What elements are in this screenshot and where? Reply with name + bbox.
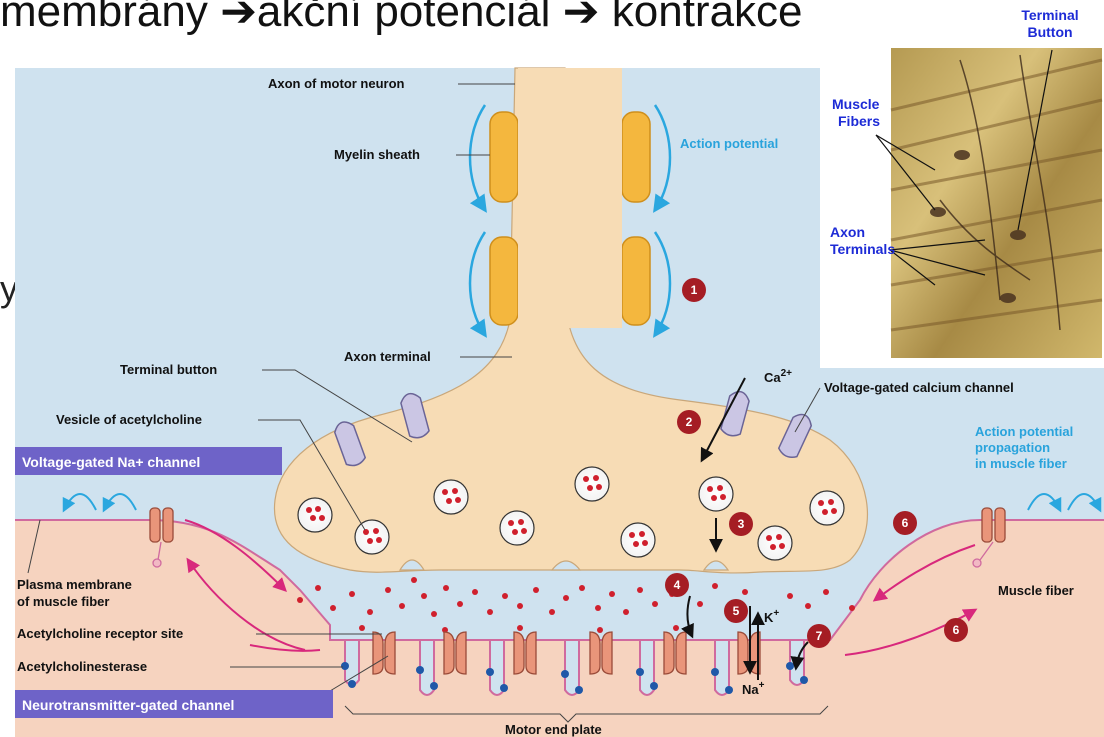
label-ap-propagation-line1: Action potential	[975, 424, 1073, 439]
label-ap-propagation-line3: in muscle fiber	[975, 456, 1067, 471]
vesicle	[298, 498, 332, 532]
step-badge: 4	[665, 573, 689, 597]
svg-text:2: 2	[686, 415, 693, 429]
label-plasma-membrane-line1: Plasma membrane	[17, 577, 132, 592]
vesicle	[810, 491, 844, 525]
svg-text:5: 5	[733, 604, 740, 618]
step-badge: 1	[682, 278, 706, 302]
photo-label-muscle-line1: Muscle	[832, 96, 880, 112]
label-action-potential: Action potential	[680, 136, 778, 151]
svg-text:1: 1	[691, 283, 698, 297]
step-badge: 2	[677, 410, 701, 434]
svg-text:6: 6	[953, 623, 960, 637]
step-badge: 6	[893, 511, 917, 535]
photo-label-terminal-line1: Terminal	[1021, 7, 1078, 23]
step-badge: 6	[944, 618, 968, 642]
photo-label-axon-line2: Terminals	[830, 241, 895, 257]
label-axon-terminal: Axon terminal	[344, 349, 431, 364]
label-axon-of-motor-neuron: Axon of motor neuron	[268, 76, 405, 91]
label-muscle-fiber: Muscle fiber	[998, 583, 1074, 598]
photo-label-axon-line1: Axon	[830, 224, 865, 240]
label-terminal-button: Terminal button	[120, 362, 217, 377]
step-badge: 5	[724, 599, 748, 623]
step-badge: 7	[807, 624, 831, 648]
svg-text:4: 4	[674, 578, 681, 592]
vesicle	[758, 526, 792, 560]
label-acetylcholinesterase: Acetylcholinesterase	[17, 659, 147, 674]
label-myelin-sheath: Myelin sheath	[334, 147, 420, 162]
svg-text:3: 3	[738, 517, 745, 531]
photo-label-terminal-line2: Button	[1027, 24, 1072, 40]
vesicle	[355, 520, 389, 554]
vesicle	[621, 523, 655, 557]
axon-of-motor-neuron	[518, 68, 622, 328]
label-motor-end-plate: Motor end plate	[505, 722, 602, 737]
svg-text:7: 7	[816, 629, 823, 643]
micrograph-photo	[891, 48, 1102, 358]
vesicle	[575, 467, 609, 501]
vesicle	[434, 480, 468, 514]
label-voltage-gated-calcium-channel: Voltage-gated calcium channel	[824, 380, 1014, 395]
micrograph-inset: Terminal Button Muscle Fibers Axon Termi…	[820, 0, 1104, 368]
vesicle	[500, 511, 534, 545]
vesicle	[699, 477, 733, 511]
label-ap-propagation-line2: propagation	[975, 440, 1050, 455]
step-badge: 3	[729, 512, 753, 536]
svg-text:6: 6	[902, 516, 909, 530]
label-voltage-gated-na-channel: Voltage-gated Na+ channel	[22, 454, 200, 470]
label-vesicle-of-acetylcholine: Vesicle of acetylcholine	[56, 412, 202, 427]
label-neurotransmitter-gated-channel: Neurotransmitter-gated channel	[22, 697, 234, 713]
label-plasma-membrane-line2: of muscle fiber	[17, 594, 109, 609]
photo-label-muscle-line2: Fibers	[838, 113, 880, 129]
label-ach-receptor-site: Acetylcholine receptor site	[17, 626, 183, 641]
